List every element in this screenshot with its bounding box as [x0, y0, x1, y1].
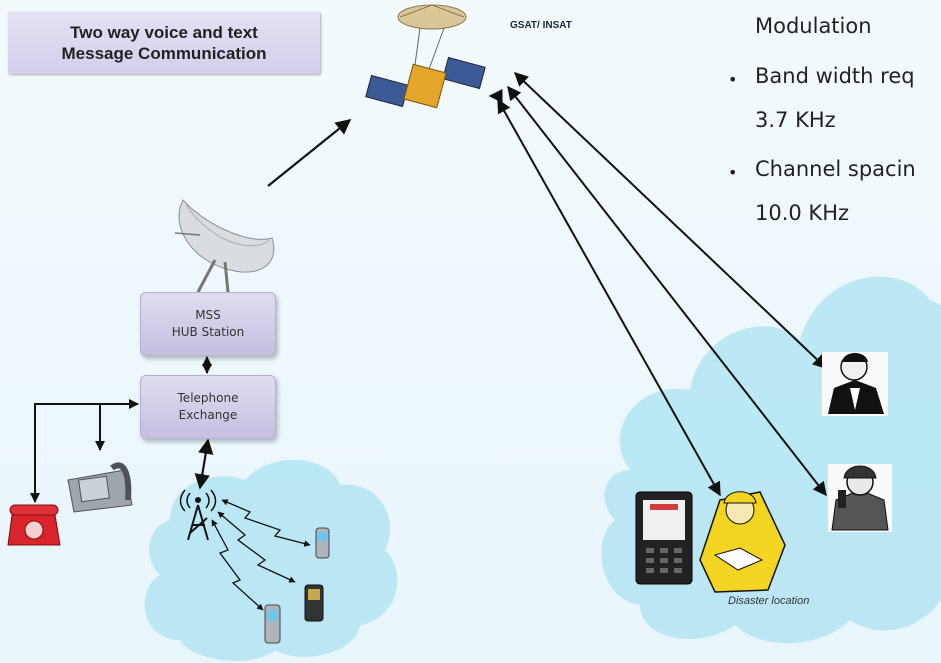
- spec-bandwidth-value: 3.7 KHz: [755, 108, 836, 132]
- link-user-3: [497, 98, 721, 497]
- disaster-location-label: Disaster location: [728, 595, 810, 607]
- bullet-dot-1: •: [728, 70, 738, 89]
- cell-tower-icon: [179, 489, 217, 541]
- disaster-area-cloud: [601, 276, 941, 644]
- desk-phone-icon: [67, 462, 133, 513]
- hub-station-box: MSS HUB Station: [140, 292, 276, 356]
- wireless-link-3: [211, 519, 264, 611]
- mobile-phone-icon-1: [315, 527, 330, 559]
- red-telephone-icon: [7, 504, 61, 546]
- mobile-phone-icon-3: [264, 604, 281, 644]
- dish-antenna-icon: [174, 199, 275, 293]
- exchange-line-1: Telephone: [177, 391, 239, 405]
- satellite-icon: [365, 4, 486, 109]
- bullet-dot-2: •: [728, 163, 738, 182]
- hub-line-2: HUB Station: [171, 325, 245, 339]
- field-worker-icon: [699, 491, 786, 593]
- man-on-phone-icon: [822, 352, 888, 416]
- title-line-1: Two way voice and text: [70, 23, 258, 42]
- exchange-tower-arrow: [194, 438, 214, 490]
- rescue-worker-icon: [828, 464, 892, 532]
- exchange-line-red-phone: [30, 399, 139, 503]
- mobile-phone-icon-2: [304, 584, 324, 622]
- uplink-arrow: [267, 119, 352, 187]
- telephone-exchange-box: Telephone Exchange: [140, 375, 276, 439]
- spec-spacing-value: 10.0 KHz: [755, 201, 850, 225]
- exchange-line-2: Exchange: [178, 408, 238, 422]
- title-line-2: Message Communication: [61, 44, 267, 63]
- satellite-label: GSAT/ INSAT: [510, 20, 572, 31]
- title-box: Two way voice and text Message Communica…: [8, 12, 320, 74]
- satellite-handset-icon: [635, 491, 693, 585]
- spec-heading: Modulation: [755, 14, 872, 38]
- spec-spacing-label: Channel spacin: [755, 157, 916, 181]
- hub-line-1: MSS: [195, 308, 221, 322]
- spec-bandwidth-label: Band width req: [755, 64, 915, 88]
